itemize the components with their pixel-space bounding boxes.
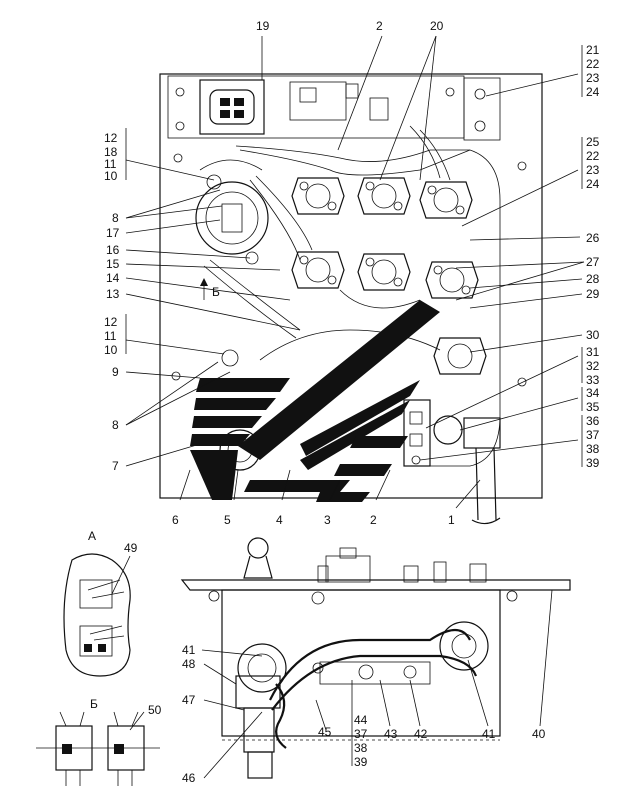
label-3: 3 (324, 513, 331, 527)
label-24a: 24 (586, 85, 600, 99)
side-view-leaders (201, 589, 553, 779)
label-7: 7 (112, 459, 119, 473)
callout-labels: 19 2 20 21 22 23 24 25 22 23 24 26 27 28… (88, 19, 600, 785)
label-12a: 12 (104, 131, 118, 145)
stamp-logo (190, 300, 440, 502)
view-b-drawing (36, 711, 160, 786)
relay-blocks (291, 177, 487, 375)
label-23a: 23 (586, 71, 600, 85)
label-44: 44 (354, 713, 368, 727)
label-42: 42 (414, 727, 428, 741)
view-a-drawing (63, 553, 131, 677)
label-4: 4 (276, 513, 283, 527)
label-22a: 22 (586, 57, 600, 71)
label-6: 6 (172, 513, 179, 527)
label-41b: 41 (482, 727, 496, 741)
label-29: 29 (586, 287, 600, 301)
label-46: 46 (182, 771, 196, 785)
label-28: 28 (586, 272, 600, 286)
label-38b: 38 (354, 741, 368, 755)
label-19: 19 (256, 19, 270, 33)
label-13: 13 (106, 287, 120, 301)
side-view (180, 537, 571, 779)
label-49: 49 (124, 541, 138, 555)
label-1: 1 (448, 513, 455, 527)
label-37a: 37 (586, 428, 600, 442)
label-10b: 10 (104, 343, 118, 357)
label-33: 33 (586, 373, 600, 387)
label-22b: 22 (586, 149, 600, 163)
label-48: 48 (182, 657, 196, 671)
label-21: 21 (586, 43, 600, 57)
label-12b: 12 (104, 315, 118, 329)
label-31: 31 (586, 345, 600, 359)
label-30: 30 (586, 328, 600, 342)
upper-left-connector (195, 159, 269, 265)
label-23b: 23 (586, 163, 600, 177)
label-5: 5 (224, 513, 231, 527)
label-32: 32 (586, 359, 600, 373)
label-25: 25 (586, 135, 600, 149)
label-9: 9 (112, 365, 119, 379)
label-16: 16 (106, 243, 120, 257)
label-34: 34 (586, 386, 600, 400)
label-15: 15 (106, 257, 120, 271)
label-26: 26 (586, 231, 600, 245)
label-39b: 39 (354, 755, 368, 769)
label-18: 18 (104, 145, 118, 159)
label-8a: 8 (112, 211, 119, 225)
label-38a: 38 (586, 442, 600, 456)
label-27: 27 (586, 255, 600, 269)
label-2-top: 2 (376, 19, 383, 33)
wiring-harness (203, 125, 471, 361)
label-14: 14 (106, 271, 120, 285)
label-43: 43 (384, 727, 398, 741)
view-a-title: А (88, 529, 96, 543)
label-8b: 8 (112, 418, 119, 432)
label-40: 40 (532, 727, 546, 741)
label-10a: 10 (104, 169, 118, 183)
label-35: 35 (586, 400, 600, 414)
arrow-b-label: Б (212, 285, 220, 299)
label-39a: 39 (586, 456, 600, 470)
label-11b: 11 (104, 329, 117, 343)
label-11a: 11 (104, 157, 117, 171)
leader-lines (125, 35, 585, 509)
label-17: 17 (106, 226, 120, 240)
label-47: 47 (182, 693, 196, 707)
label-2-bottom: 2 (370, 513, 377, 527)
label-37b: 37 (354, 727, 368, 741)
label-36: 36 (586, 414, 600, 428)
label-50: 50 (148, 703, 162, 717)
label-41a: 41 (182, 643, 196, 657)
right-lower-components (403, 399, 501, 525)
label-24b: 24 (586, 177, 600, 191)
label-45: 45 (318, 725, 332, 739)
label-20: 20 (430, 19, 444, 33)
view-b-title: Б (90, 697, 98, 711)
